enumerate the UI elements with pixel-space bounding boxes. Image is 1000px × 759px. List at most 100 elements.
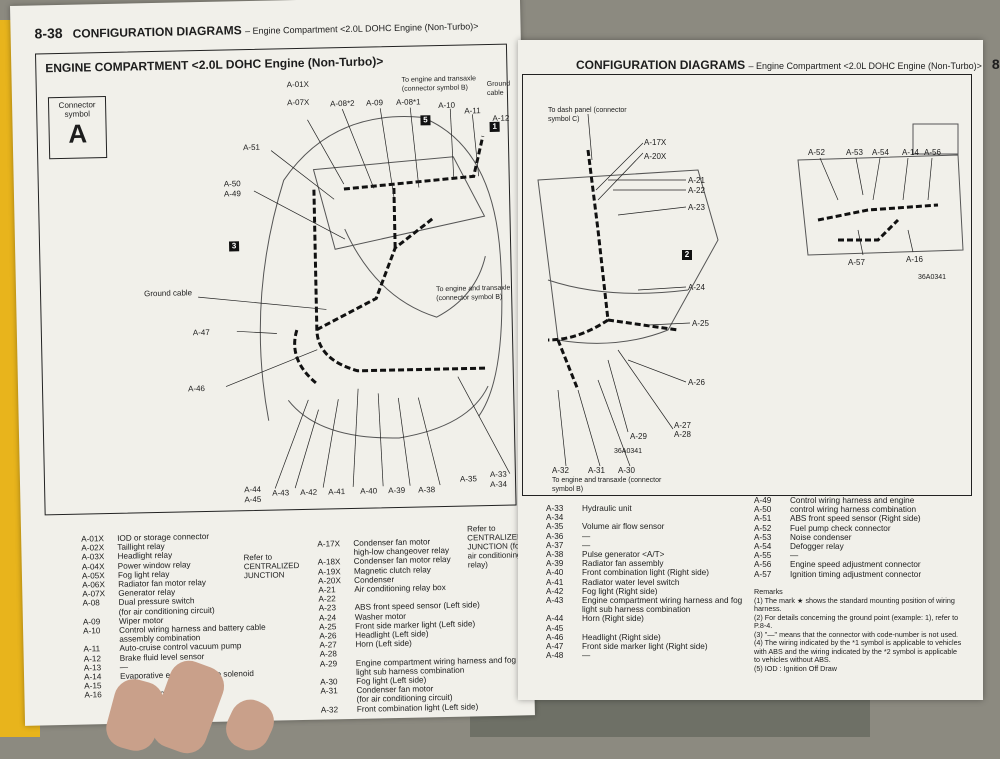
connector-code: A-51 xyxy=(754,514,790,523)
callout-a26: A-26 xyxy=(688,378,705,387)
callout-a41: A-41 xyxy=(328,487,345,496)
callout-a25: A-25 xyxy=(692,319,709,328)
callout-a49: A-49 xyxy=(224,189,241,198)
connector-name: Front combination light (Right side) xyxy=(582,568,709,577)
connector-name: Fog light (Right side) xyxy=(582,587,658,596)
connector-code: A-45 xyxy=(546,624,582,633)
connector-name: — xyxy=(120,663,128,672)
connector-code: A-35 xyxy=(546,522,582,531)
callout-a57: A-57 xyxy=(848,258,865,267)
connector-name: — xyxy=(582,532,590,541)
table-row: light sub harness combination xyxy=(546,605,756,614)
connector-code: A-52 xyxy=(754,524,790,533)
connector-name: — xyxy=(582,651,590,660)
connector-name: Horn (Left side) xyxy=(355,639,412,649)
ground-marker-5: 5 xyxy=(420,115,430,125)
connector-code: A-41 xyxy=(546,578,582,587)
connector-code: A-33 xyxy=(546,504,582,513)
callout-a47: A-47 xyxy=(193,328,210,337)
fig-code-right: 36A0341 xyxy=(918,273,946,282)
callout-a33: A-33 xyxy=(490,470,507,479)
connector-name: Front combination light (Left side) xyxy=(357,702,479,714)
table-row: A-36— xyxy=(546,532,756,541)
remarks-list: (1) The mark ★ shows the standard mounti… xyxy=(754,597,964,674)
callout-a32: A-32 xyxy=(552,466,569,475)
callout-a44: A-44 xyxy=(244,485,261,494)
connector-name: Volume air flow sensor xyxy=(582,522,664,531)
right-page-number: 8-39 xyxy=(992,56,1000,72)
callout-a14: A-14 xyxy=(902,148,919,157)
connector-name: light sub harness combination xyxy=(582,605,690,614)
note-to-dash-panel: To dash panel (connector symbol C) xyxy=(548,106,638,124)
connector-name: Engine compartment wiring harness and fo… xyxy=(582,596,742,605)
callout-a42: A-42 xyxy=(300,488,317,497)
connector-code: A-42 xyxy=(546,587,582,596)
connector-name: Fuel pump check connector xyxy=(790,524,891,533)
connector-code: A-44 xyxy=(546,614,582,623)
callout-a20x: A-20X xyxy=(644,152,666,161)
callout-a46: A-46 xyxy=(188,384,205,393)
connector-name: — xyxy=(790,551,798,560)
note-to-engine-top: To engine and transaxle (connector symbo… xyxy=(402,74,482,94)
connector-name: Hydraulic unit xyxy=(582,504,632,513)
connector-name: Engine speed adjustment connector xyxy=(790,560,921,569)
left-page: 8-38 CONFIGURATION DIAGRAMS – Engine Com… xyxy=(10,0,535,726)
connector-code: A-37 xyxy=(546,541,582,550)
callout-a50: A-50 xyxy=(224,179,241,188)
ground-marker-2: 2 xyxy=(682,250,692,260)
connector-code: A-47 xyxy=(546,642,582,651)
callout-a31: A-31 xyxy=(588,466,605,475)
callout-a54: A-54 xyxy=(872,148,889,157)
callout-a08-1: A-08*1 xyxy=(396,97,421,107)
connector-name: Control wiring harness and engine xyxy=(790,496,914,505)
connector-code: A-40 xyxy=(546,568,582,577)
table-row: A-37— xyxy=(546,541,756,550)
connector-name: Pulse generator <A/T> xyxy=(582,550,664,559)
connector-code: A-32 xyxy=(321,705,357,715)
callout-a08-2: A-08*2 xyxy=(330,99,355,109)
callout-a39: A-39 xyxy=(388,486,405,495)
connector-code: A-36 xyxy=(546,532,582,541)
connector-code: A-49 xyxy=(754,496,790,505)
connector-name: Ignition timing adjustment connector xyxy=(790,570,921,579)
connector-code: A-56 xyxy=(754,560,790,569)
callout-a51: A-51 xyxy=(243,143,260,152)
connector-name: ABS front speed sensor (Right side) xyxy=(790,514,921,523)
remarks-section: Remarks (1) The mark ★ shows the standar… xyxy=(754,588,964,673)
callout-a34: A-34 xyxy=(490,480,507,489)
note-ground-cable: Ground cable xyxy=(144,288,192,298)
connector-code: A-54 xyxy=(754,542,790,551)
connector-name: control wiring harness combination xyxy=(790,505,916,514)
callout-a28: A-28 xyxy=(674,430,691,439)
connector-name: Noise condenser xyxy=(790,533,851,542)
remark-item: (2) For details concerning the ground po… xyxy=(754,614,964,631)
callout-a24: A-24 xyxy=(688,283,705,292)
connector-code: A-43 xyxy=(546,596,582,605)
remark-item: (4) The wiring indicated by the *1 symbo… xyxy=(754,639,964,665)
remark-item: (5) IOD : Ignition Off Draw xyxy=(754,665,964,674)
callout-a01x: A-01X xyxy=(287,80,309,89)
callout-a21: A-21 xyxy=(688,176,705,185)
callout-a22: A-22 xyxy=(688,186,705,195)
connector-code: A-48 xyxy=(546,651,582,660)
callout-a35: A-35 xyxy=(460,474,477,483)
callout-a09: A-09 xyxy=(366,98,383,107)
callout-a10: A-10 xyxy=(438,101,455,110)
connector-code: A-39 xyxy=(546,559,582,568)
connector-code: A-57 xyxy=(754,570,790,579)
note-ground-cable-top: Ground cable xyxy=(487,79,517,98)
connector-name: Headlight (Right side) xyxy=(582,633,661,642)
connector-code: A-50 xyxy=(754,505,790,514)
